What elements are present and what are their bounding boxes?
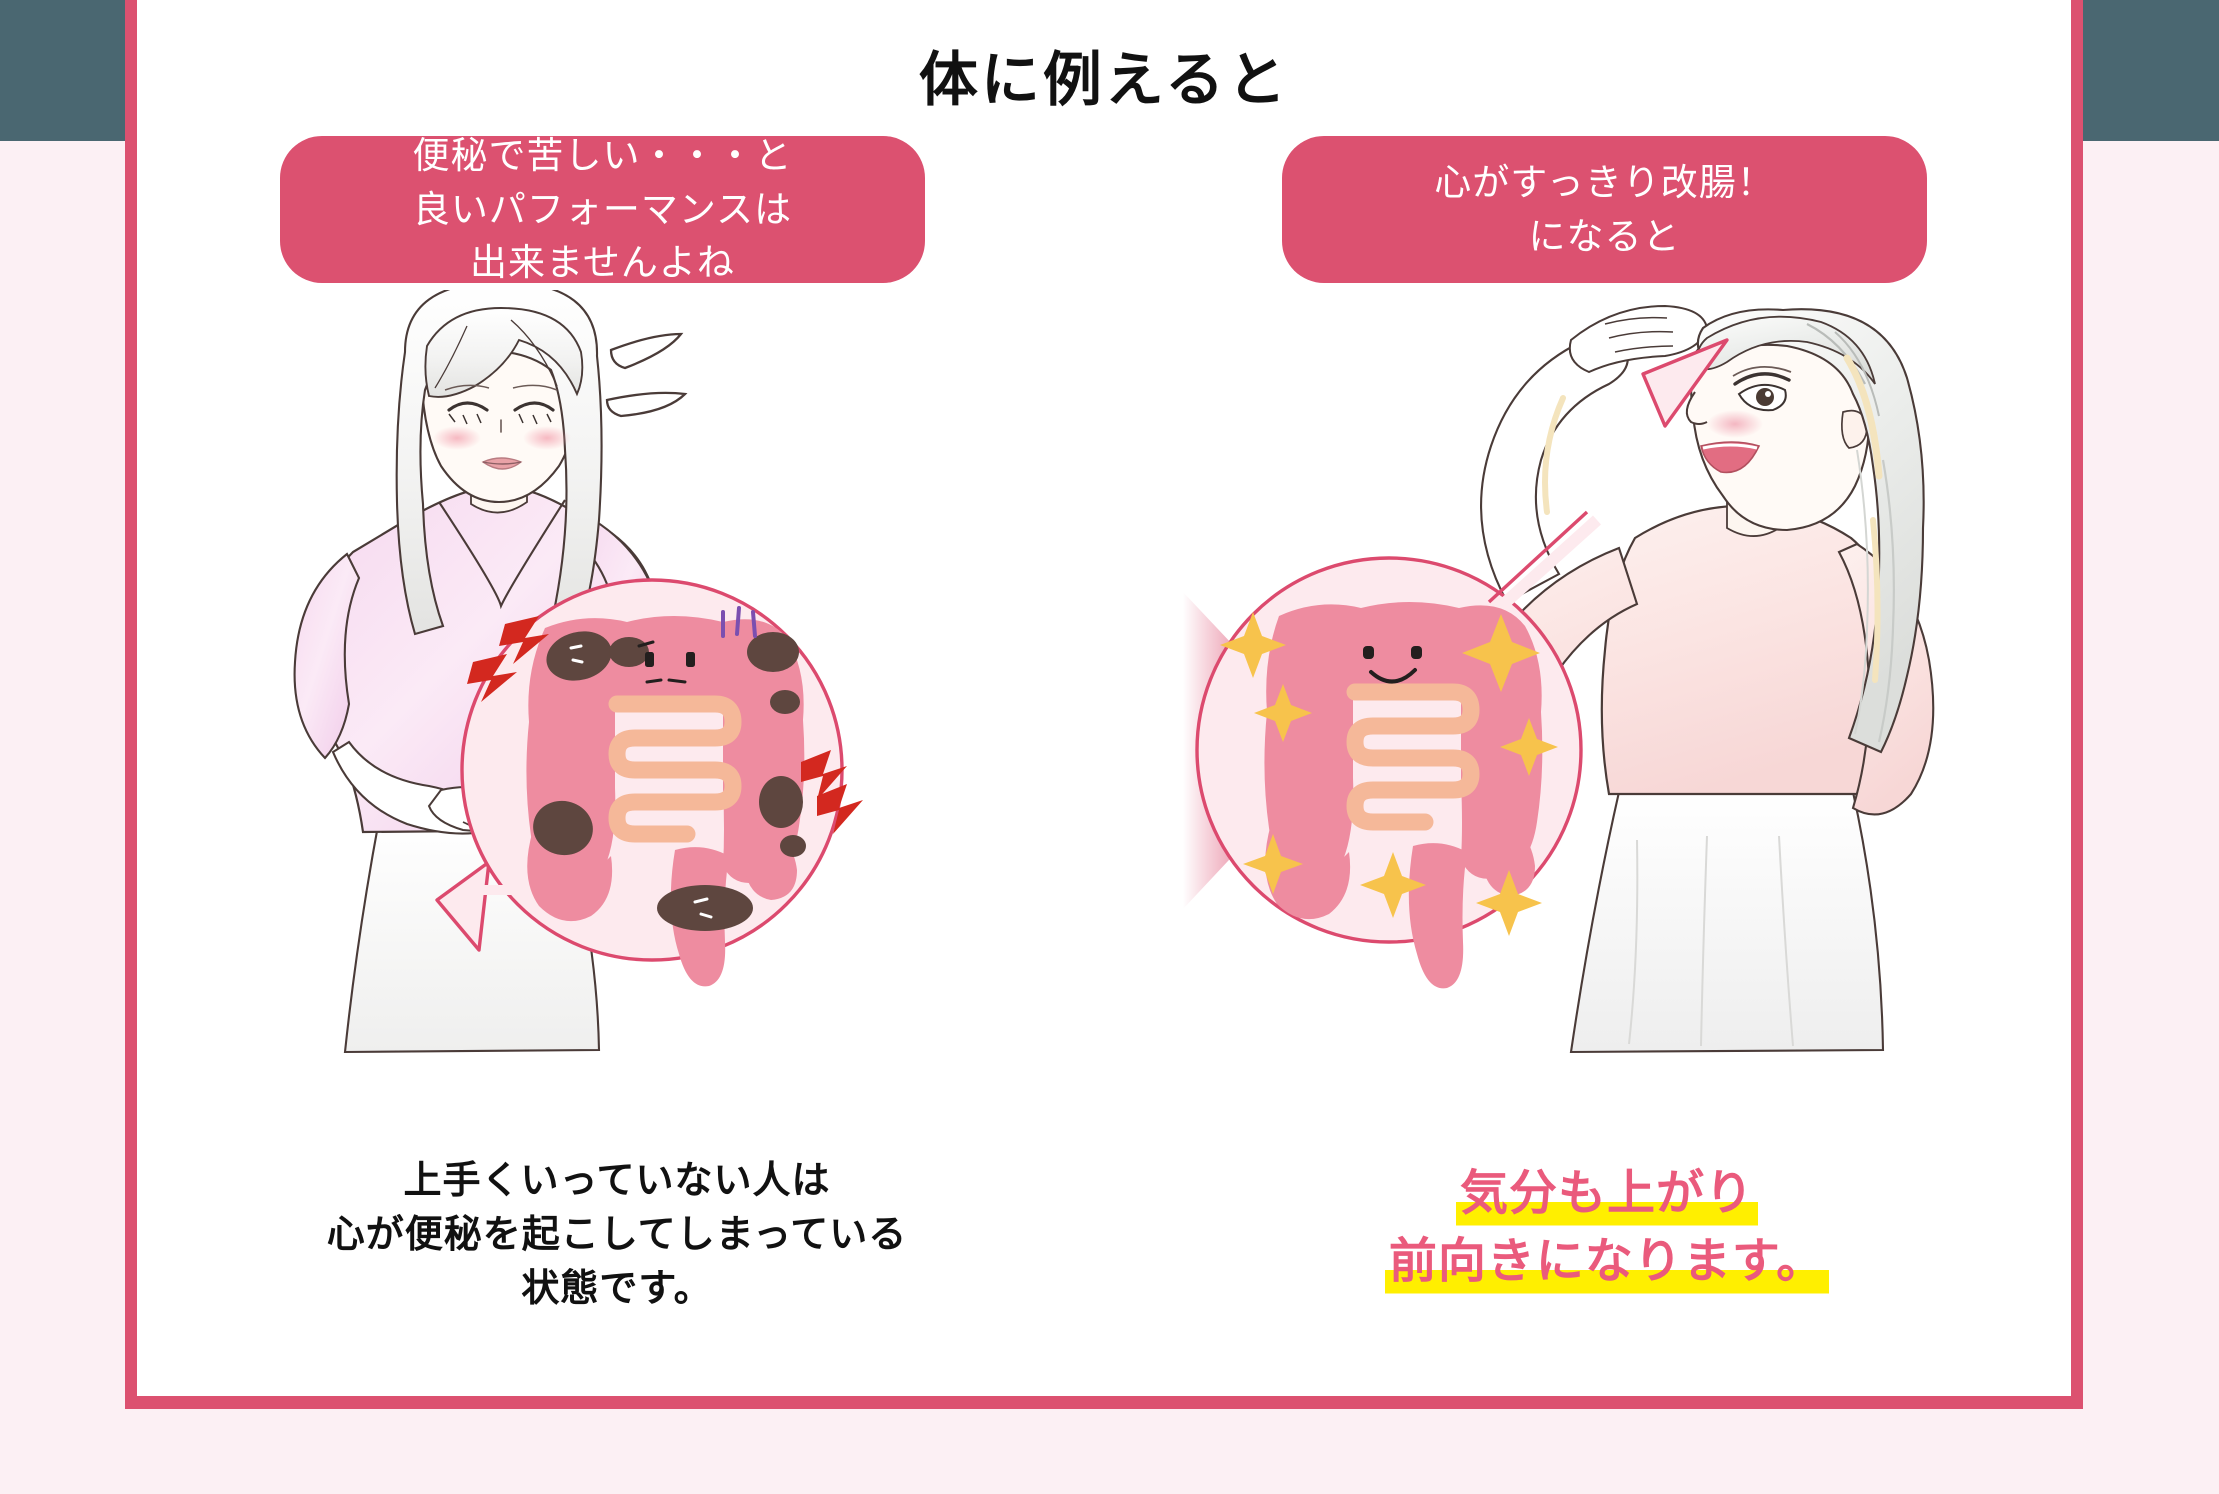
slide-content: 体に例えると 便秘で苦しい・・・と 良いパフォーマンスは 出来ませんよね 心がす… bbox=[137, 0, 2071, 1396]
right-illustration bbox=[1167, 280, 2037, 1130]
sparkle-icon bbox=[1220, 612, 1558, 936]
right-caption-line-2: 前向きになります。 bbox=[1384, 1228, 1830, 1297]
left-label-line-2: 良いパフォーマンスは bbox=[412, 188, 793, 230]
frustration-lines-icon bbox=[721, 606, 757, 638]
left-caption-line-3: 状態です。 bbox=[521, 1267, 713, 1310]
slide-frame: 体に例えると 便秘で苦しい・・・と 良いパフォーマンスは 出来ませんよね 心がす… bbox=[125, 0, 2083, 1409]
anger-bolt-icon bbox=[467, 616, 863, 834]
left-caption-line-2: 心が便秘を起こしてしまっている bbox=[326, 1213, 908, 1256]
left-illustration bbox=[167, 290, 967, 1120]
right-caption-line-1: 気分も上がり bbox=[1455, 1160, 1758, 1229]
left-label-line-3: 出来ませんよね bbox=[470, 242, 735, 284]
right-label-line-1: 心がすっきり改腸！ bbox=[1434, 161, 1775, 203]
right-label-line-2: になると bbox=[1528, 215, 1681, 257]
left-caption: 上手くいっていない人は 心が便秘を起こしてしまっている 状態です。 bbox=[177, 1155, 1057, 1317]
left-caption-line-1: 上手くいっていない人は bbox=[403, 1160, 831, 1202]
intestine-happy-character bbox=[1264, 602, 1543, 989]
intestine-sad-character bbox=[526, 606, 806, 987]
left-label-line-1: 便秘で苦しい・・・と bbox=[412, 135, 793, 177]
page-title: 体に例えると bbox=[918, 47, 1290, 113]
woman-distressed-figure bbox=[293, 290, 664, 1054]
happy-intestine-bubble bbox=[1195, 338, 1729, 989]
sad-intestine-bubble bbox=[435, 578, 863, 987]
right-label-box: 心がすっきり改腸！ になると bbox=[1282, 136, 1927, 283]
woman-happy-figure bbox=[1451, 304, 1935, 1054]
left-label-box: 便秘で苦しい・・・と 良いパフォーマンスは 出来ませんよね bbox=[280, 135, 925, 283]
right-caption: 気分も上がり 前向きになります。 bbox=[1227, 1160, 1987, 1297]
sweat-drop-icon bbox=[605, 332, 688, 418]
